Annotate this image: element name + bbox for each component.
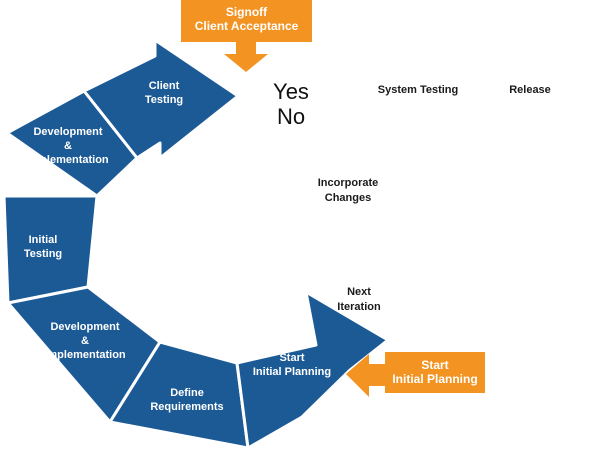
segment-client-testing — [82, 38, 240, 160]
yes-no-decision: Yes No — [266, 79, 316, 129]
segment-label-start-initial-planning-line2: Initial Planning — [253, 366, 331, 378]
next-iteration-line2: Iteration — [337, 301, 381, 313]
segment-label-initial-testing-line1: Initial — [29, 234, 58, 246]
start-planning-callout-line1: Start — [421, 358, 449, 372]
cycle-segments — [2, 38, 390, 450]
segment-label-development-implementation-top-line2: & — [64, 140, 72, 152]
segment-label-initial-testing-line2: Testing — [24, 248, 62, 260]
system-testing-label: System Testing — [377, 84, 459, 96]
no-label: No — [276, 104, 306, 129]
signoff-callout: Signoff Client Acceptance — [181, 0, 312, 42]
incorporate-changes-label: Incorporate Changes — [300, 176, 396, 206]
segment-label-client-testing-line2: Testing — [145, 94, 183, 106]
segment-label-development-implementation-bottom-line1: Development — [50, 321, 119, 333]
start-planning-callout-arrow-icon — [346, 354, 390, 397]
segment-label-development-implementation-top-line3: Implementation — [27, 154, 109, 166]
segment-label-client-testing-line1: Client — [149, 80, 180, 92]
start-planning-callout-line2: Initial Planning — [392, 372, 478, 386]
segment-label-define-requirements-line2: Requirements — [150, 401, 223, 413]
incorporate-changes-line2: Changes — [324, 192, 372, 204]
start-planning-callout: Start Initial Planning — [385, 352, 485, 393]
signoff-callout-line2: Client Acceptance — [194, 19, 299, 33]
incorporate-changes-line1: Incorporate — [317, 177, 379, 189]
segment-label-development-implementation-bottom-line2: & — [81, 335, 89, 347]
segment-label-start-initial-planning-line1: Start — [279, 352, 304, 364]
next-iteration-label: Next Iteration — [322, 285, 396, 315]
yes-label: Yes — [273, 79, 309, 104]
segment-label-development-implementation-bottom-line3: Implementation — [44, 349, 126, 361]
segment-label-define-requirements-line1: Define — [170, 387, 204, 399]
segment-label-development-implementation-top-line1: Development — [33, 126, 102, 138]
signoff-callout-line1: Signoff — [225, 5, 268, 19]
cycle-segment-labels: ClientTestingDevelopment&ImplementationI… — [24, 80, 331, 413]
signoff-callout-arrow-icon — [224, 41, 268, 72]
release-label: Release — [509, 84, 551, 96]
segment-development-implementation-top — [5, 89, 139, 198]
next-iteration-line1: Next — [347, 286, 371, 298]
